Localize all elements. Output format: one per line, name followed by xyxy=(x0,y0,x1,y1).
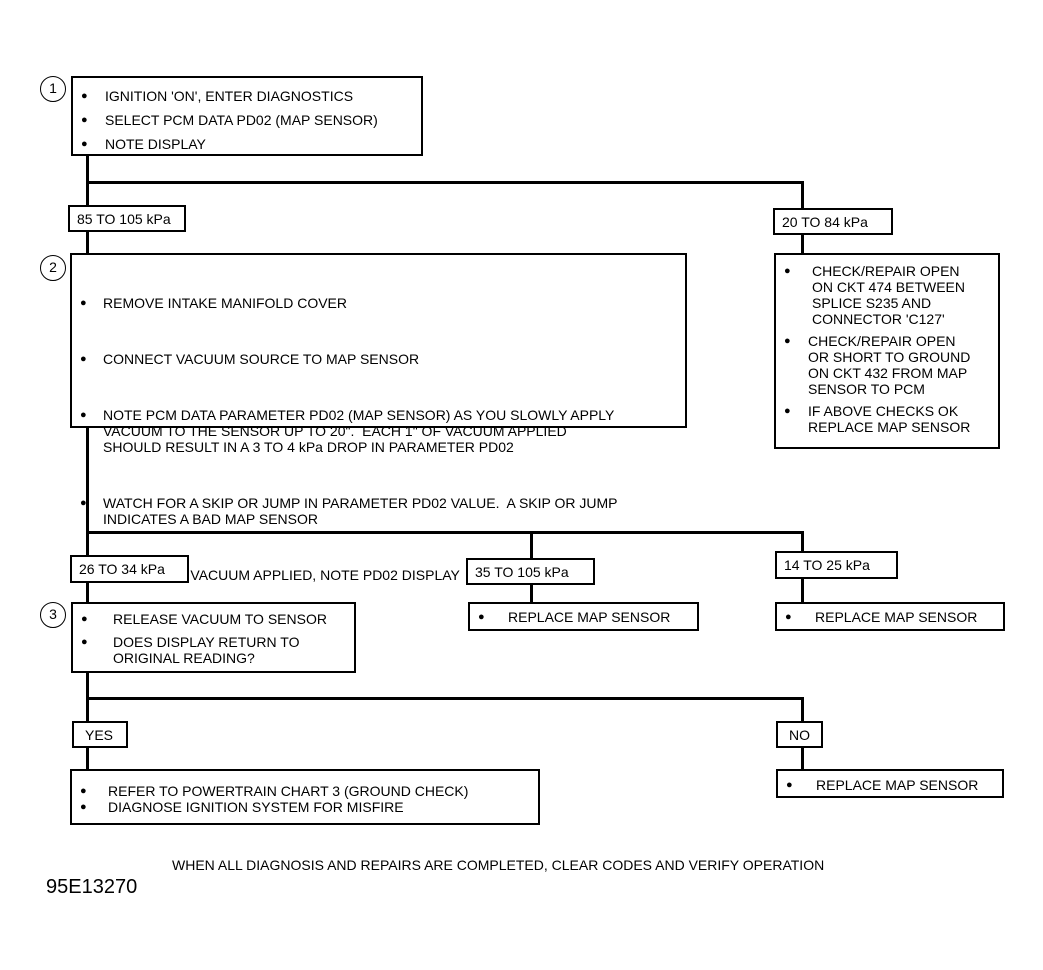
list-item: DOES DISPLAY RETURN TO ORIGINAL READING? xyxy=(73,634,354,666)
replace-list: REPLACE MAP SENSOR xyxy=(777,609,1003,625)
check-repair-list: CHECK/REPAIR OPEN ON CKT 474 BETWEEN SPL… xyxy=(776,263,998,435)
step-1-list: IGNITION 'ON', ENTER DIAGNOSTICS SELECT … xyxy=(73,88,421,152)
list-item: IGNITION 'ON', ENTER DIAGNOSTICS xyxy=(73,88,421,104)
list-item: NOTE PCM DATA PARAMETER PD02 (MAP SENSOR… xyxy=(72,407,685,455)
list-item: WATCH FOR A SKIP OR JUMP IN PARAMETER PD… xyxy=(72,495,685,527)
step-3-box: RELEASE VACUUM TO SENSOR DOES DISPLAY RE… xyxy=(71,602,356,673)
list-item: REMOVE INTAKE MANIFOLD COVER xyxy=(72,295,685,311)
connector-line xyxy=(86,426,89,555)
branch-label-14-25: 14 TO 25 kPa xyxy=(775,551,898,579)
check-repair-box: CHECK/REPAIR OPEN ON CKT 474 BETWEEN SPL… xyxy=(774,253,1000,449)
list-item: REPLACE MAP SENSOR xyxy=(777,609,1003,625)
branch-label-20-84: 20 TO 84 kPa xyxy=(773,208,893,235)
list-item: NOTE DISPLAY xyxy=(73,136,421,152)
branch-label-yes: YES xyxy=(72,721,128,748)
connector-line xyxy=(801,697,804,721)
connector-line xyxy=(86,581,89,602)
replace-map-sensor-box-no: REPLACE MAP SENSOR xyxy=(776,769,1004,798)
step-2-box: REMOVE INTAKE MANIFOLD COVER CONNECT VAC… xyxy=(70,253,687,583)
branch-label-26-34: 26 TO 34 kPa xyxy=(70,555,189,583)
list-item: SELECT PCM DATA PD02 (MAP SENSOR) xyxy=(73,112,421,128)
branch-label-85-105: 85 TO 105 kPa xyxy=(68,205,186,232)
list-item: REPLACE MAP SENSOR xyxy=(470,609,697,625)
step-number-3: 3 xyxy=(40,602,66,628)
list-item: RELEASE VACUUM TO SENSOR xyxy=(73,611,354,627)
branch-label-no: NO xyxy=(776,721,823,748)
list-item: IF ABOVE CHECKS OK REPLACE MAP SENSOR xyxy=(776,403,998,435)
connector-line xyxy=(86,181,804,184)
list-item: REFER TO POWERTRAIN CHART 3 (GROUND CHEC… xyxy=(72,783,538,799)
connector-line xyxy=(530,584,533,602)
connector-line xyxy=(801,577,804,602)
step-3-list: RELEASE VACUUM TO SENSOR DOES DISPLAY RE… xyxy=(73,611,354,666)
list-item: CONNECT VACUUM SOURCE TO MAP SENSOR xyxy=(72,351,685,367)
list-item: REPLACE MAP SENSOR xyxy=(778,777,1002,793)
figure-id: 95E13270 xyxy=(46,876,138,898)
connector-line xyxy=(86,697,804,700)
connector-line xyxy=(530,531,533,558)
connector-line xyxy=(86,531,804,534)
connector-line xyxy=(86,230,89,254)
connector-line xyxy=(86,671,89,721)
yes-action-box: REFER TO POWERTRAIN CHART 3 (GROUND CHEC… xyxy=(70,769,540,825)
list-item: DIAGNOSE IGNITION SYSTEM FOR MISFIRE xyxy=(72,799,538,815)
step-number-1: 1 xyxy=(40,76,66,102)
step-number-2: 2 xyxy=(40,255,66,281)
yes-action-list: REFER TO POWERTRAIN CHART 3 (GROUND CHEC… xyxy=(72,783,538,815)
replace-list: REPLACE MAP SENSOR xyxy=(778,777,1002,793)
connector-line xyxy=(801,234,804,253)
branch-label-35-105: 35 TO 105 kPa xyxy=(466,558,595,585)
replace-map-sensor-box-right: REPLACE MAP SENSOR xyxy=(775,602,1005,631)
list-item: CHECK/REPAIR OPEN ON CKT 474 BETWEEN SPL… xyxy=(776,263,998,327)
connector-line xyxy=(801,181,804,208)
connector-line xyxy=(86,155,89,205)
connector-line xyxy=(801,531,804,551)
list-item: CHECK/REPAIR OPEN OR SHORT TO GROUND ON … xyxy=(776,333,998,397)
connector-line xyxy=(801,747,804,769)
step-1-box: IGNITION 'ON', ENTER DIAGNOSTICS SELECT … xyxy=(71,76,423,156)
connector-line xyxy=(86,747,89,769)
replace-list: REPLACE MAP SENSOR xyxy=(470,609,697,625)
footer-note: WHEN ALL DIAGNOSIS AND REPAIRS ARE COMPL… xyxy=(172,857,825,873)
replace-map-sensor-box-middle: REPLACE MAP SENSOR xyxy=(468,602,699,631)
